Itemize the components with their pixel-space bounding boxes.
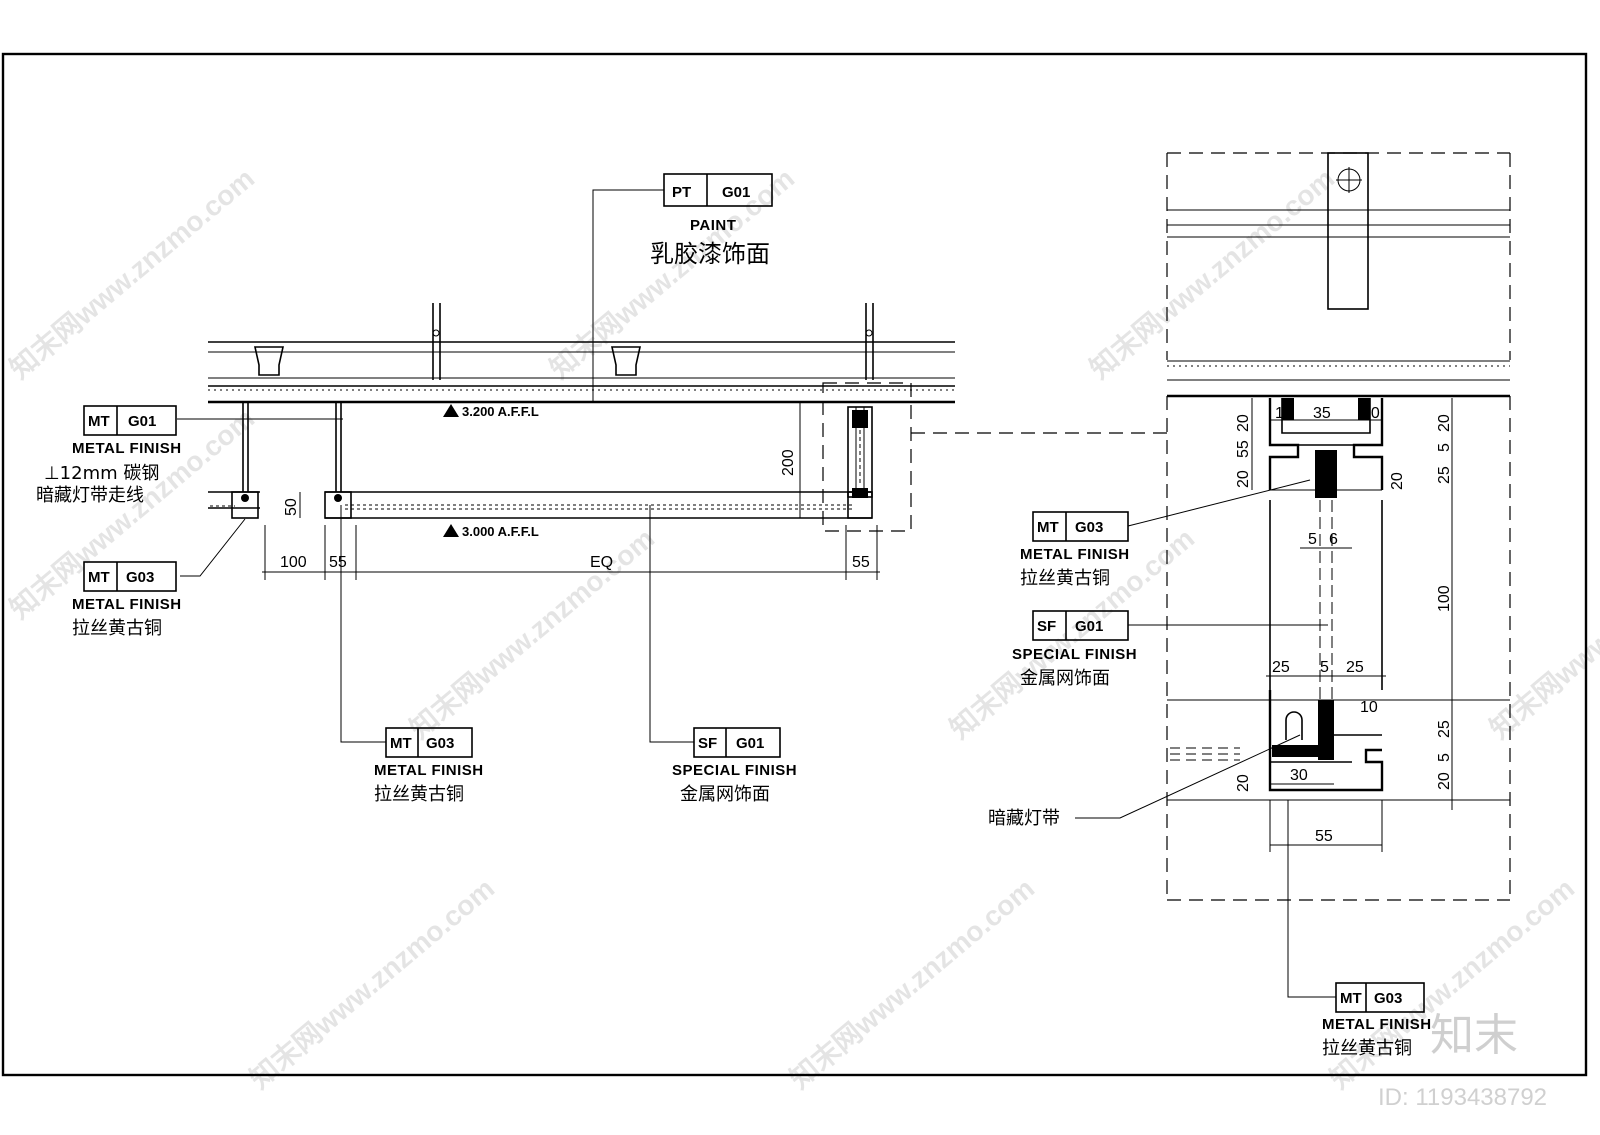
ceiling-clip bbox=[254, 346, 284, 376]
dim-right-20a: 20 bbox=[1436, 414, 1453, 432]
dim-center-5b: 5 bbox=[1308, 531, 1317, 548]
tag-id: G01 bbox=[736, 735, 764, 752]
tag-mt-g03-bottom: MT G03 METAL FINISH 拉丝黄古铜 bbox=[1322, 982, 1432, 1059]
tag-id: G01 bbox=[128, 413, 156, 430]
watermark-text: 知末网www.znzmo.com bbox=[403, 522, 660, 745]
dim-right-25b: 25 bbox=[1436, 720, 1453, 738]
dim-50: 50 bbox=[283, 498, 300, 516]
detail-callout-box bbox=[822, 382, 912, 532]
level-triangle bbox=[443, 404, 459, 417]
dim-bottom-25b: 25 bbox=[1346, 659, 1364, 676]
dim-200: 200 bbox=[780, 449, 797, 476]
dim-100: 100 bbox=[280, 554, 307, 571]
tag-id: G03 bbox=[426, 735, 454, 752]
tag-desc: 金属网饰面 bbox=[1020, 668, 1110, 689]
dim-height-100: 100 bbox=[1436, 585, 1453, 612]
tag-title: METAL FINISH bbox=[72, 440, 182, 457]
tag-code: MT bbox=[88, 413, 110, 430]
watermark-layer: 知末网www.znzmo.com 知末网www.znzmo.com 知末网www… bbox=[3, 162, 1600, 1095]
tag-desc: 拉丝黄古铜 bbox=[1322, 1038, 1412, 1059]
dim-bottom-10: 10 bbox=[1360, 699, 1378, 716]
tag-desc: 乳胶漆饰面 bbox=[650, 240, 770, 268]
tag-desc: 金属网饰面 bbox=[680, 784, 770, 805]
tag-sf-g01-right: SF G01 SPECIAL FINISH 金属网饰面 bbox=[1012, 610, 1137, 689]
level-lower-text: 3.000 A.F.F.L bbox=[462, 524, 539, 539]
tag-desc: 拉丝黄古铜 bbox=[374, 784, 464, 805]
tag-title: SPECIAL FINISH bbox=[1012, 646, 1137, 663]
hidden-light-strip-label: 暗藏灯带 bbox=[988, 808, 1060, 829]
tag-id: G03 bbox=[1075, 519, 1103, 536]
dim-left-20c: 20 bbox=[1235, 774, 1252, 792]
image-id-label: ID: 1193438792 bbox=[1378, 1084, 1547, 1111]
dim-bottom-55: 55 bbox=[1315, 828, 1333, 845]
tag-code: MT bbox=[1037, 519, 1059, 536]
tag-id: G03 bbox=[126, 569, 154, 586]
tag-id: G01 bbox=[722, 184, 750, 201]
right-detail: 10 35 10 20 55 20 20 5 25 20 100 25 5 20… bbox=[988, 152, 1511, 998]
tag-id: G01 bbox=[1075, 618, 1103, 635]
dim-top-10b: 10 bbox=[1362, 405, 1380, 422]
dim-right-20mid: 20 bbox=[1389, 472, 1406, 490]
watermark-text: 知末网www.znzmo.com bbox=[3, 162, 260, 385]
dim-center-6: 6 bbox=[1329, 531, 1338, 548]
tag-desc-line2: 暗藏灯带走线 bbox=[36, 485, 144, 506]
tag-title: METAL FINISH bbox=[1322, 1016, 1432, 1033]
tag-code: SF bbox=[1037, 618, 1056, 635]
watermark-text: 知末网www.znzmo.com bbox=[243, 872, 500, 1095]
dim-left-20b: 20 bbox=[1235, 470, 1252, 488]
tag-mt-g03-left: MT G03 METAL FINISH 拉丝黄古铜 bbox=[72, 561, 182, 639]
left-section: 3.200 A.F.F.L 3.000 A.F.F.L bbox=[177, 189, 1170, 743]
tag-code: PT bbox=[672, 184, 691, 201]
tag-mt-g03-mid: MT G03 METAL FINISH 拉丝黄古铜 bbox=[374, 727, 484, 805]
dim-right-25a: 25 bbox=[1436, 466, 1453, 484]
dim-55b: 55 bbox=[852, 554, 870, 571]
dim-left-55: 55 bbox=[1235, 440, 1252, 458]
dim-bottom-25a: 25 bbox=[1272, 659, 1290, 676]
dim-bottom-5: 5 bbox=[1320, 659, 1329, 676]
dim-eq: EQ bbox=[590, 554, 613, 571]
dim-top-10a: 10 bbox=[1275, 405, 1293, 422]
tag-desc: 拉丝黄古铜 bbox=[72, 618, 162, 639]
tag-sf-g01-mid: SF G01 SPECIAL FINISH 金属网饰面 bbox=[672, 727, 797, 805]
tag-pt-g01: PT G01 PAINT 乳胶漆饰面 bbox=[650, 173, 773, 268]
tag-code: MT bbox=[88, 569, 110, 586]
watermark-text: 知末网www.znzmo.com bbox=[1083, 162, 1340, 385]
watermark-text: 知末网www.znzmo.com bbox=[783, 872, 1040, 1095]
drawing-frame bbox=[1, 52, 1588, 1077]
dim-right-5b: 5 bbox=[1436, 753, 1453, 762]
watermark-text: 知末网www.znzmo.com bbox=[1483, 522, 1600, 745]
tag-title: METAL FINISH bbox=[1020, 546, 1130, 563]
tag-mt-g03-right: MT G03 METAL FINISH 拉丝黄古铜 bbox=[1020, 511, 1130, 589]
tag-title: METAL FINISH bbox=[374, 762, 484, 779]
ceiling-clip bbox=[611, 346, 641, 376]
dim-center-5: 5 bbox=[1322, 454, 1331, 471]
dim-right-5a: 5 bbox=[1436, 443, 1453, 452]
tag-title: SPECIAL FINISH bbox=[672, 762, 797, 779]
dim-top-35: 35 bbox=[1313, 405, 1331, 422]
level-upper-text: 3.200 A.F.F.L bbox=[462, 404, 539, 419]
dim-right-20b: 20 bbox=[1436, 772, 1453, 790]
dim-left-20a: 20 bbox=[1235, 414, 1252, 432]
tag-desc: 拉丝黄古铜 bbox=[1020, 568, 1110, 589]
level-triangle bbox=[443, 524, 459, 537]
tag-code: MT bbox=[1340, 990, 1362, 1007]
tag-code: MT bbox=[390, 735, 412, 752]
tag-desc-line1: ⊥12mm 碳钢 bbox=[44, 463, 159, 484]
ceiling-hanger bbox=[865, 303, 874, 380]
brand-logo-text: 知末 bbox=[1430, 1010, 1518, 1061]
tag-id: G03 bbox=[1374, 990, 1402, 1007]
tag-code: SF bbox=[698, 735, 717, 752]
dim-bottom-30: 30 bbox=[1290, 767, 1308, 784]
tag-title: PAINT bbox=[690, 217, 736, 234]
tag-mt-g01: MT G01 METAL FINISH ⊥12mm 碳钢 暗藏灯带走线 bbox=[36, 405, 182, 506]
dim-55a: 55 bbox=[329, 554, 347, 571]
tag-title: METAL FINISH bbox=[72, 596, 182, 613]
ceiling-hanger bbox=[432, 303, 441, 380]
